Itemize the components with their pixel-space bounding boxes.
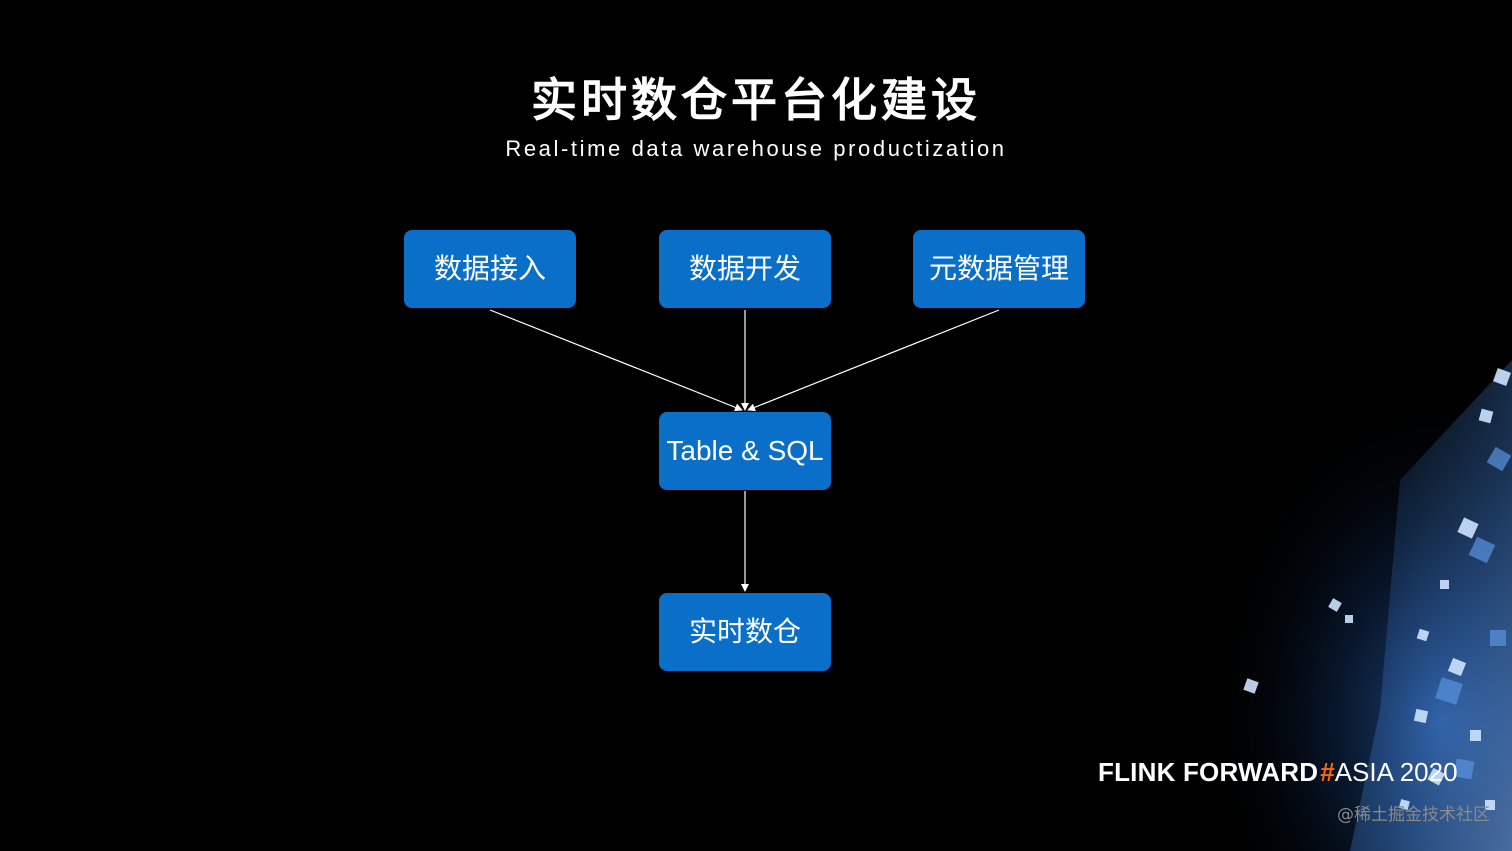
node-data-development: 数据开发 — [659, 230, 831, 308]
slide-subtitle: Real-time data warehouse productization — [505, 136, 1007, 161]
watermark: @稀土掘金技术社区 — [1337, 805, 1490, 825]
edge-ingest-to-table-sql — [489, 309, 743, 412]
node-metadata-management: 元数据管理 — [913, 230, 1085, 308]
node-realtime-data-warehouse: 实时数仓 — [659, 593, 831, 671]
decorative-glowing-cubes — [1150, 330, 1512, 851]
flink-forward-asia-logo: FLINK FORWARD # ASIA 2020 — [1098, 757, 1458, 787]
node-table-sql: Table & SQL — [659, 412, 831, 490]
slide-title: 实时数仓平台化建设 — [531, 73, 981, 127]
edge-metadata-to-table-sql — [747, 309, 1000, 412]
node-data-ingestion: 数据接入 — [404, 230, 576, 308]
